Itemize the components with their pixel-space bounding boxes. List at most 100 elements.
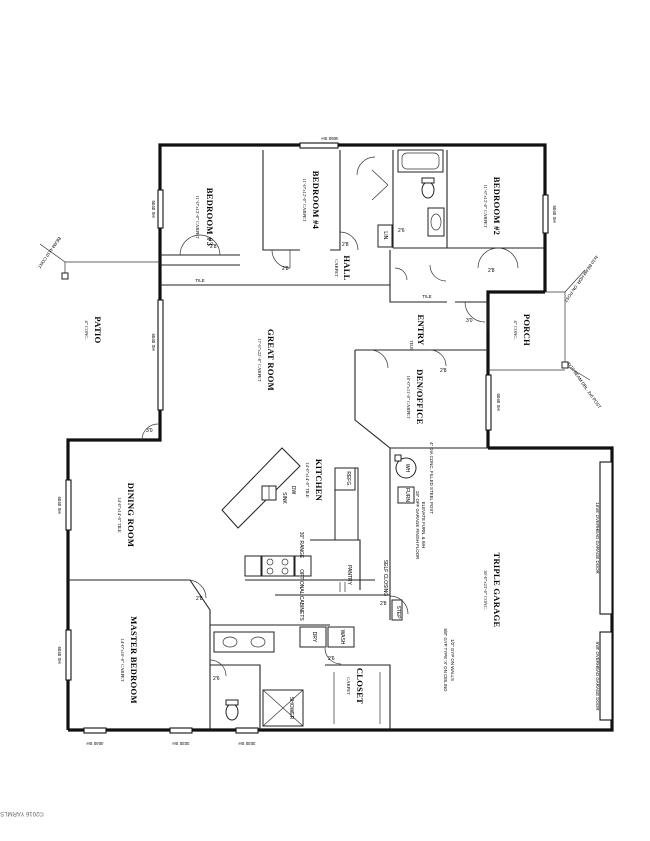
toilet-bath2 — [421, 181, 435, 199]
door-size-mbath: 2'6 — [213, 676, 220, 682]
label-range: 30" RANGE — [298, 532, 304, 559]
note-tile-bed3: TILE — [195, 278, 204, 283]
note-window-top: 4050 SH — [321, 136, 338, 141]
label-refrig: REFG. — [345, 471, 351, 486]
note-garage-ceiling: 5/8" GYP TYPE 'X' ON CEILING — [443, 628, 448, 692]
washer — [327, 626, 355, 648]
label-step: STEP — [395, 605, 401, 619]
label-great-room: GREAT ROOM — [266, 329, 276, 391]
label-entry: ENTRY — [416, 315, 426, 346]
label-dining-room: DINING ROOM — [126, 483, 136, 547]
window-dining — [65, 479, 72, 531]
size-triple-garage: 30'-0"x23'-0" CONC. — [483, 570, 488, 610]
label-furn: FURN — [404, 488, 410, 502]
window-bottom-2 — [169, 727, 193, 734]
window-den — [485, 374, 492, 431]
window-bottom-3 — [235, 727, 259, 734]
note-garage-walls: 1/2" GYP ON WALLS — [450, 639, 455, 681]
size-entry: TILE — [409, 340, 414, 350]
note-tile-bed2: TILE — [422, 294, 431, 299]
label-kitchen: KITCHEN — [314, 459, 324, 502]
label-self-closing: SELF CLOSING — [382, 560, 388, 597]
window-master — [65, 629, 72, 681]
size-patio: 4" CONC. — [84, 320, 89, 339]
size-closet: CARPET — [346, 677, 351, 695]
garage-door-small — [599, 631, 613, 721]
size-dining-room: 14'-0"x14'-0" TILE — [117, 497, 122, 533]
note-window-bottom-1: 4040 SH — [86, 741, 103, 746]
size-den-office: 10'-0"x11'-0" CARPET — [406, 375, 411, 418]
windows — [65, 142, 613, 734]
label-wh: WH — [404, 464, 410, 473]
range — [261, 555, 295, 577]
label-patio: PATIO — [93, 316, 103, 343]
label-shower: SHOWER — [288, 697, 294, 720]
door-size-entry: 3'0 — [466, 318, 473, 324]
label-dryer: DRY — [311, 632, 317, 643]
label-pantry: PANTRY — [346, 565, 352, 585]
door-size-bed2: 2'8 — [488, 268, 495, 274]
wall-left-upper — [66, 258, 162, 730]
label-closet: CLOSET — [355, 668, 365, 704]
door-size-bed4: 2'8 — [282, 266, 289, 272]
note-garage-elev: ELEVATE FURN. & WH — [421, 502, 426, 548]
label-bedroom2: BEDROOM #2 — [492, 177, 502, 236]
note-beam-right: 4x10 BEAM HDR. ON POST — [563, 254, 599, 303]
note-garage-door-1: 16'x8' OVERHEAD GARAGE DOOR — [595, 502, 600, 573]
steel-post — [394, 454, 402, 462]
label-hall: HALL — [342, 255, 352, 280]
refrigerator — [334, 467, 356, 491]
note-beam-left: BEAM 4x10 CONT. — [36, 236, 62, 270]
note-window-bottom-2: 3030 SH — [172, 741, 189, 746]
watermark: ©2016 YARMLS — [0, 810, 44, 817]
door-size-den: 2'8 — [440, 368, 447, 374]
size-porch: 4" CONC. — [513, 320, 518, 339]
label-den-office: DEN/OFFICE — [415, 369, 425, 424]
size-bedroom3: 11'-0"x12'-0" CARPET — [195, 195, 200, 238]
label-bedroom4: BEDROOM #4 — [311, 171, 321, 230]
door-size-closet: 2'6 — [328, 656, 335, 662]
door-size-master: 2'8 — [196, 596, 203, 602]
water-heater — [395, 457, 417, 479]
note-window-bottom-3: 3030 SH — [238, 741, 255, 746]
window-bottom-1 — [83, 727, 107, 734]
label-master-bedroom: MASTER BEDROOM — [129, 616, 139, 704]
interior-walls — [68, 150, 545, 730]
door-size-bath: 2'6 — [398, 228, 405, 234]
label-triple-garage: TRIPLE GARAGE — [492, 553, 502, 628]
garage-step — [391, 599, 403, 621]
note-post: 4" DIA CONC. FILLED STEEL POST — [429, 442, 434, 514]
size-hall: CARPET — [334, 259, 339, 277]
size-great-room: 17'-6"x22'-0" CARPET — [257, 338, 262, 381]
label-dw: DW — [290, 486, 296, 495]
label-sink: SINK — [281, 492, 287, 504]
note-window-master: 6040 SH — [57, 646, 62, 663]
fixtures — [213, 149, 445, 727]
size-master-bedroom: 14'-0"x16'-0" CARPET — [120, 638, 125, 681]
linen-closet — [377, 224, 393, 248]
vanity-bath2 — [427, 207, 445, 237]
window-bedroom3 — [157, 189, 164, 229]
garage-door-large — [599, 461, 613, 615]
label-porch: PORCH — [522, 314, 532, 346]
window-bedroom2 — [542, 194, 549, 234]
window-top — [299, 142, 339, 149]
note-garage-door-2: 9'x8' OVERHEAD GARAGE DOOR — [595, 641, 600, 710]
kitchen-island — [221, 447, 301, 529]
beam-lines — [39, 243, 591, 381]
label-linen: LIN. — [382, 231, 388, 240]
door-size-garage: 2'8 — [380, 601, 387, 607]
window-patio — [157, 299, 164, 411]
note-window-dining: 6040 SH — [57, 496, 62, 513]
toilet-master — [225, 703, 239, 721]
label-optional-cabinet: OPTIONAL CABINETS — [298, 569, 304, 621]
label-washer: WASH — [339, 630, 345, 645]
note-window-bed3: 5040 SH — [151, 200, 156, 217]
note-beam-bottom: 4x10 BEAM DBL. 2x6 POST — [566, 361, 602, 410]
size-kitchen: 14'-0"x14'-0" TILE — [305, 462, 310, 498]
door-size-bed3: 2'8 — [210, 244, 217, 250]
bathtub — [397, 149, 444, 173]
size-bedroom4: 11'-0"x12'-0" CARPET — [302, 178, 307, 221]
note-window-bed2: 5040 SH — [552, 205, 557, 222]
